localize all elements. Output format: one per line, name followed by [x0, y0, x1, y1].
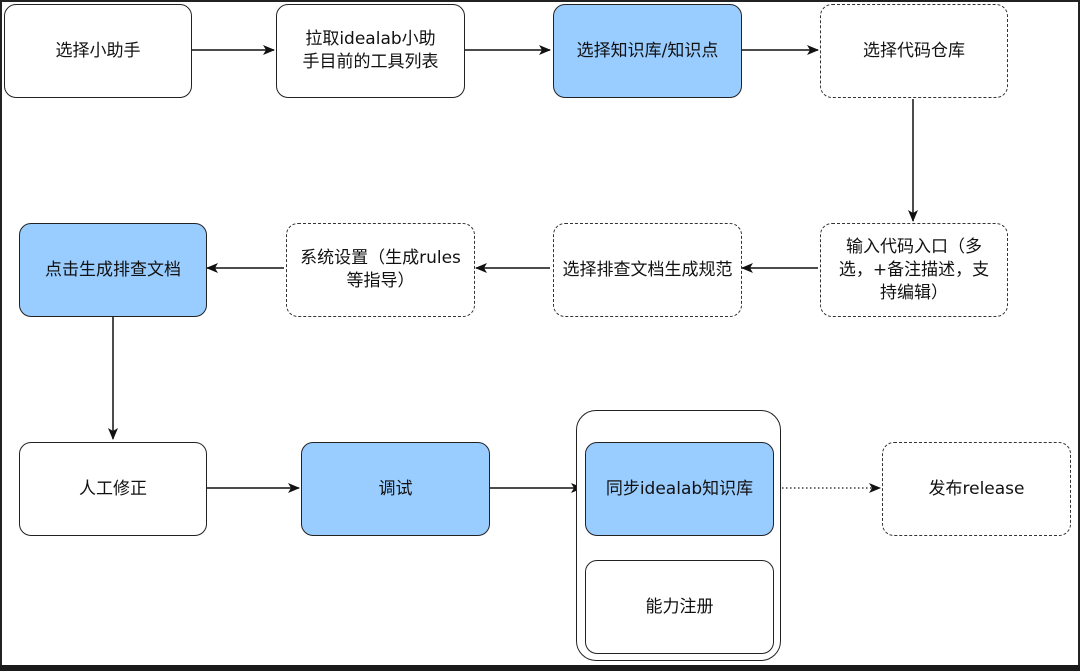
- node-select-knowledge[interactable]: 选择知识库/知识点: [553, 4, 742, 98]
- node-capability-register[interactable]: 能力注册: [585, 560, 774, 654]
- node-manual-fix[interactable]: 人工修正: [19, 442, 207, 536]
- node-sync-knowledge[interactable]: 同步idealab知识库: [585, 442, 774, 536]
- node-system-settings[interactable]: 系统设置（生成rules等指导）: [286, 223, 475, 317]
- node-select-spec[interactable]: 选择排查文档生成规范: [553, 223, 742, 317]
- node-pull-tools[interactable]: 拉取idealab小助手目前的工具列表: [276, 4, 465, 98]
- window-bottom-edge: [0, 665, 1080, 671]
- node-select-assistant[interactable]: 选择小助手: [4, 4, 192, 98]
- node-input-entry[interactable]: 输入代码入口（多选，+备注描述，支持编辑）: [820, 223, 1008, 317]
- node-debug[interactable]: 调试: [301, 442, 490, 536]
- node-select-repo[interactable]: 选择代码仓库: [820, 4, 1008, 98]
- node-generate-doc[interactable]: 点击生成排查文档: [19, 223, 207, 317]
- node-release[interactable]: 发布release: [882, 442, 1071, 536]
